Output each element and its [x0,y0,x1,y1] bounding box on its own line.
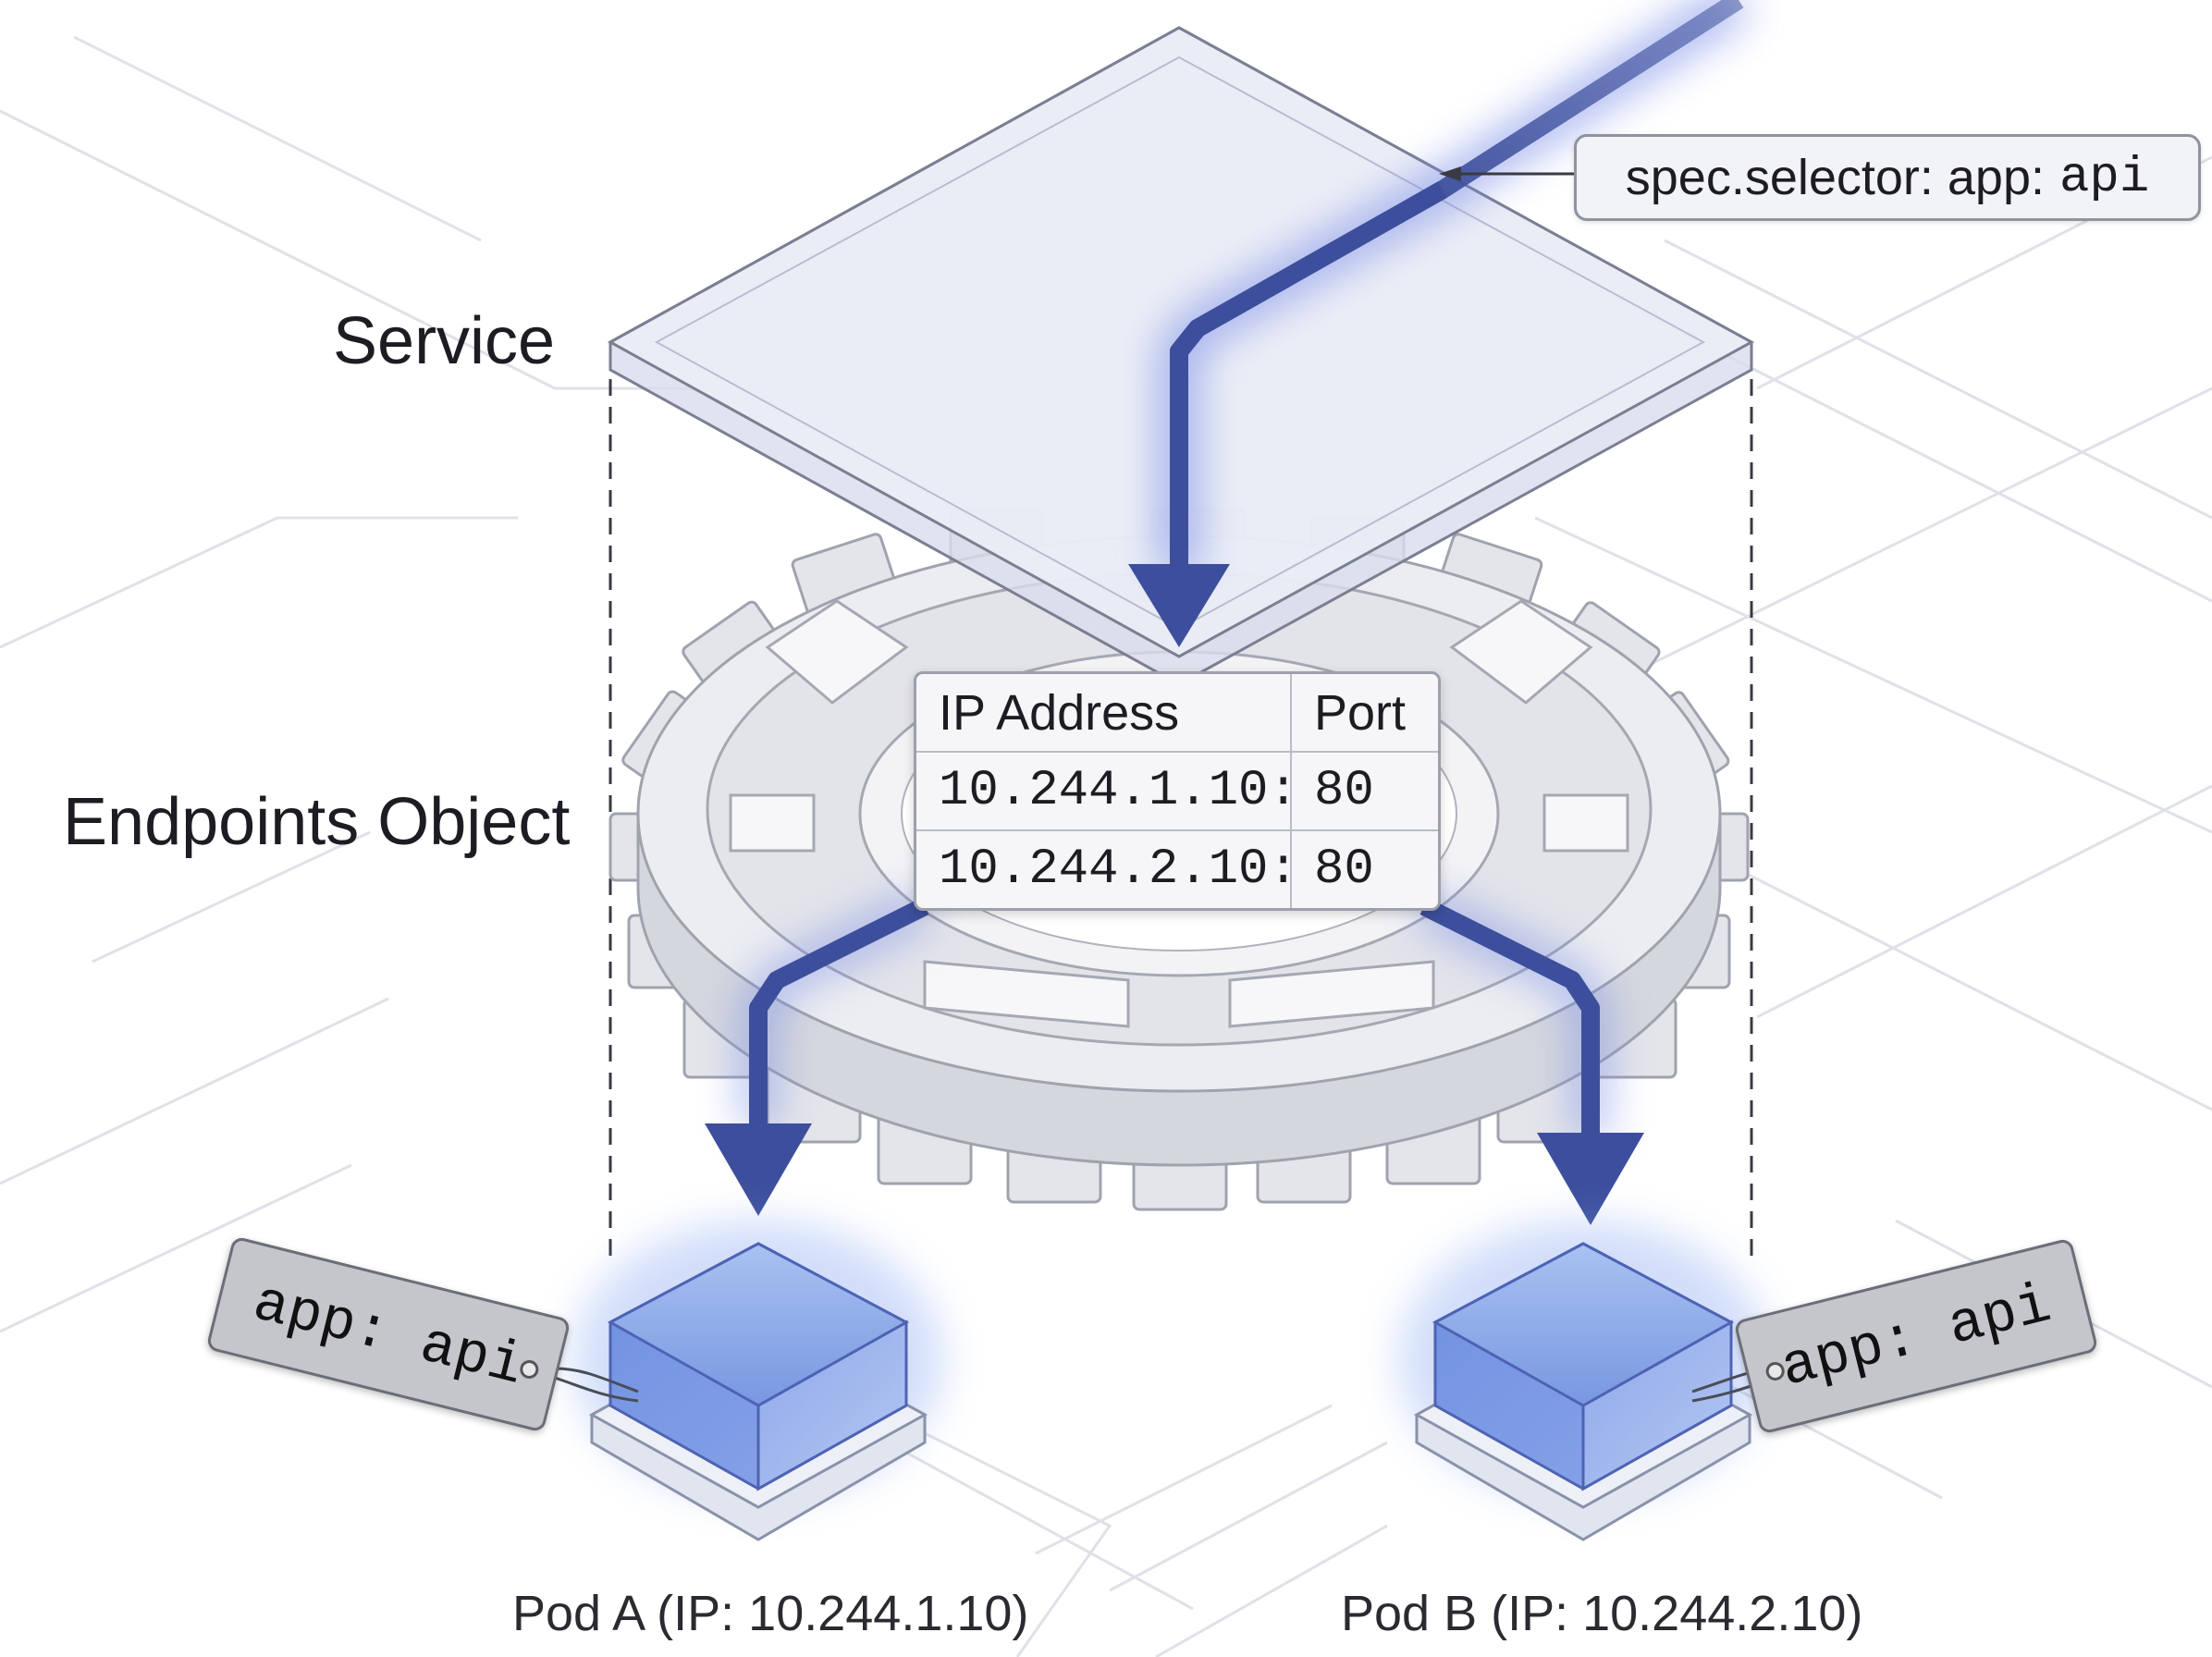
table-row: 10.244.1.10: 80 [916,753,1438,831]
endpoint-ip: 10.244.1.10: [916,753,1298,831]
endpoint-ip: 10.244.2.10: [916,831,1298,908]
service-traffic-arrow [1128,0,1750,647]
selector-prefix: spec.selector: app: [1625,150,2046,205]
selector-value: api [2059,149,2150,206]
selector-pointer [1439,166,1574,181]
pod-a-caption: Pod A (IP: 10.244.1.10) [512,1586,1029,1641]
pod-b-caption: Pod B (IP: 10.244.2.10) [1341,1586,1863,1641]
endpoints-object-label: Endpoints Object [63,785,571,859]
endpoint-port: 80 [1314,841,1374,898]
header-port: Port [1292,674,1438,753]
dashed-guide-lines [608,351,1753,1258]
pod-a-cube [573,1221,943,1541]
table-row: 10.244.2.10: 80 [916,831,1438,908]
selector-callout: spec.selector: app: api [1574,134,2201,221]
endpoints-table: IP Address Port 10.244.1.10: 80 10.244.2… [914,671,1441,911]
pod-b-cube [1398,1221,1768,1541]
endpoint-port: 80 [1292,753,1438,831]
endpoint-arrow-pod-a [705,890,933,1216]
endpoint-arrow-pod-b [1416,890,1644,1225]
table-header-row: IP Address Port [916,674,1438,753]
service-label: Service [333,304,556,378]
header-ip-address: IP Address [916,674,1292,753]
